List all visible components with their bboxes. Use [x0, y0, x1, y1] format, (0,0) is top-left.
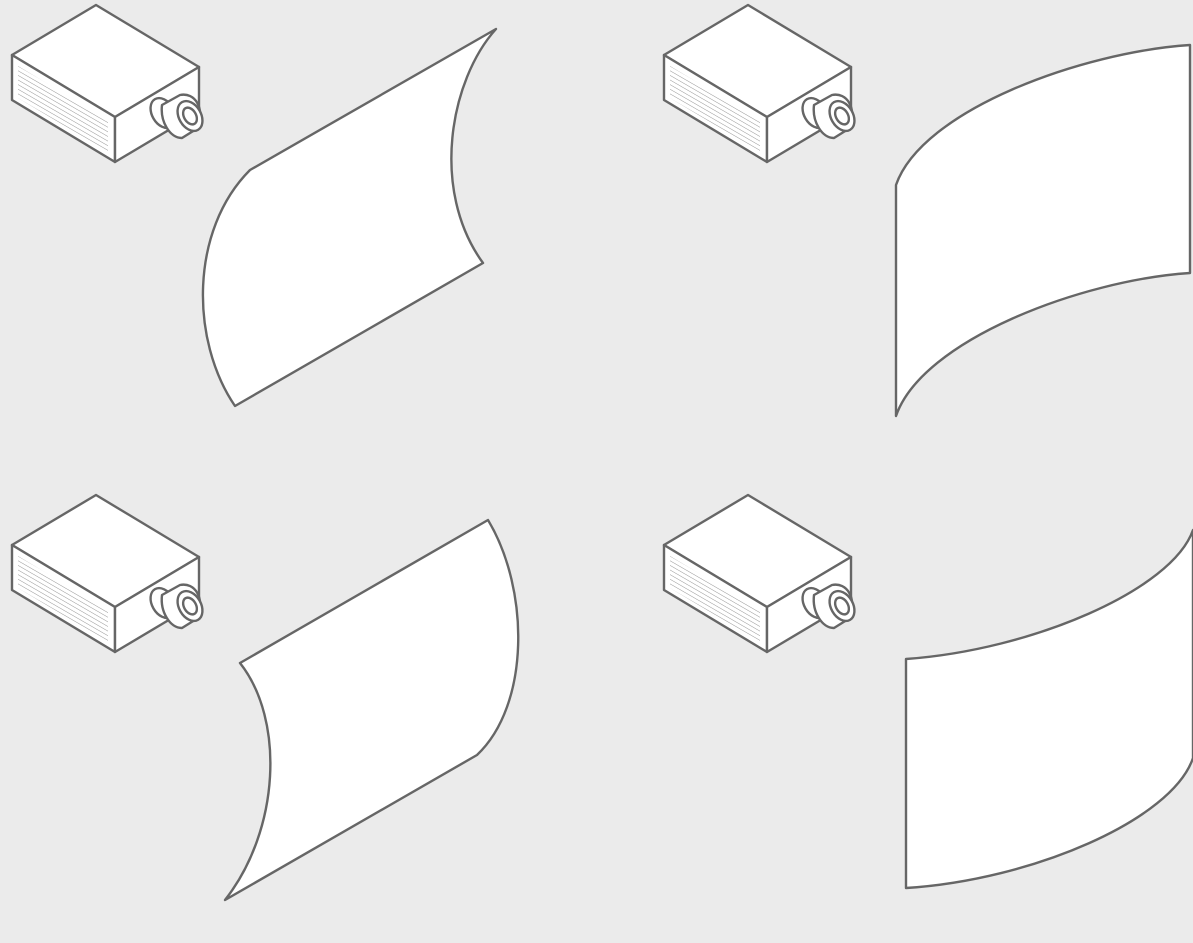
- projection-screen-diagram: [0, 0, 1193, 902]
- projector-icon: [662, 493, 861, 654]
- curved-screen-icon: [904, 528, 1193, 890]
- panel-a: [0, 0, 596, 453]
- projector-icon: [10, 3, 209, 164]
- panel-b-drawing: [662, 3, 1192, 418]
- projector-icon: [10, 493, 209, 654]
- curved-screen-icon: [201, 27, 498, 408]
- panel-d: [652, 490, 1193, 943]
- panel-a-drawing: [10, 3, 498, 408]
- panel-b: [652, 0, 1193, 453]
- projector-icon: [662, 3, 861, 164]
- panel-c-drawing: [10, 493, 520, 902]
- curved-screen-icon: [223, 518, 520, 902]
- panel-c: [0, 490, 596, 943]
- curved-screen-icon: [894, 43, 1192, 418]
- panel-d-drawing: [662, 493, 1193, 890]
